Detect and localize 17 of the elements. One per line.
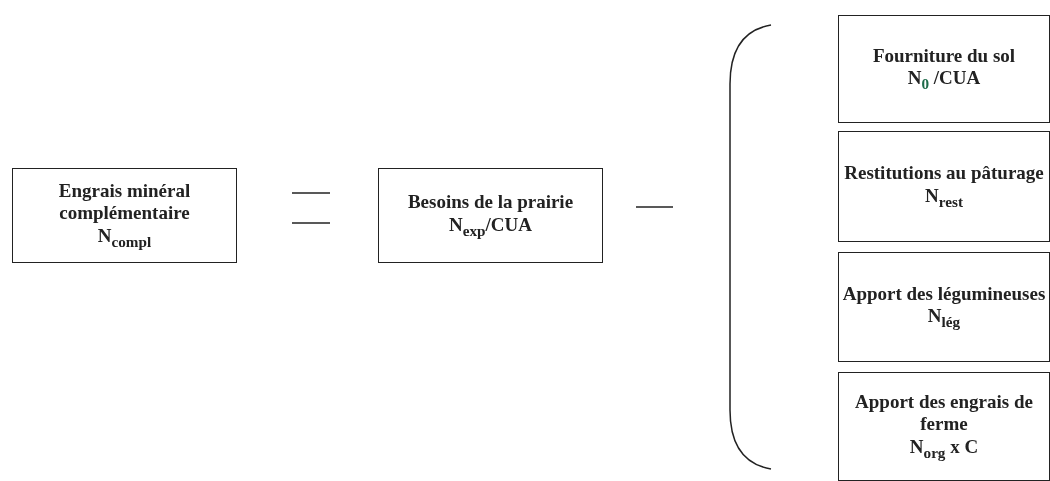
term-box: [12, 168, 237, 263]
term-box: [838, 15, 1050, 123]
term-box: [838, 131, 1050, 242]
term-label: Fourniture du sol: [872, 44, 1016, 68]
formula-text: N$_{lég}$: [927, 305, 961, 332]
formula-text: N$_{exp}$/CUA: [449, 213, 532, 240]
term-box: [378, 168, 603, 263]
formula-text: N$_{org}$ x C: [909, 436, 979, 463]
term-label: Apport des légumineuses: [842, 282, 1046, 306]
formula-text: N$_{0}$ /CUA: [907, 67, 981, 94]
term-box: [838, 372, 1050, 481]
formula-text: N$_{compl}$: [97, 225, 152, 252]
term-box: [838, 252, 1050, 362]
term-label: Besoins de la prairie: [407, 191, 574, 214]
term-label: Restitutions au pâturage: [844, 162, 1044, 185]
term-label: Engrais minéral complémentaire: [57, 179, 192, 226]
formula-text: N$_{rest}$: [925, 184, 963, 211]
